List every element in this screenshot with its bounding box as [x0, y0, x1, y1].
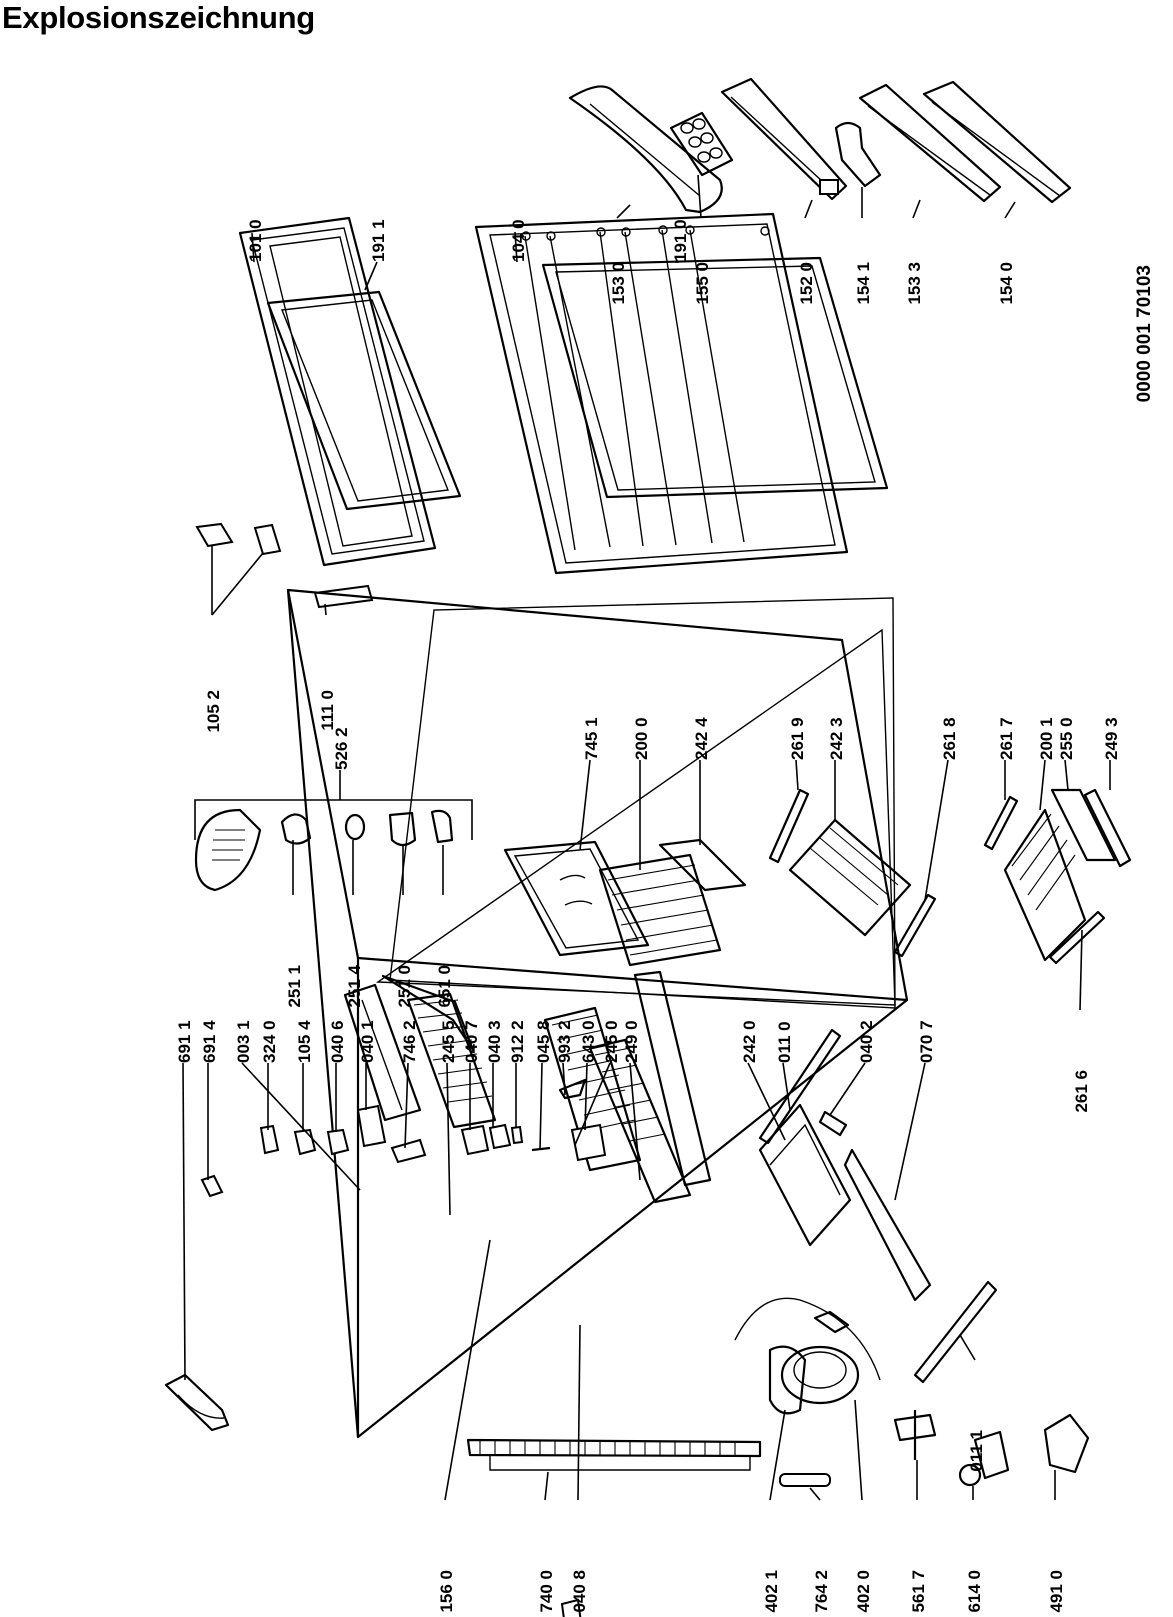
part-label: 261 6: [1072, 1070, 1091, 1113]
tray-242-4: [658, 838, 747, 892]
part-label: 255 0: [1057, 717, 1076, 760]
part-label: 746 2: [400, 1020, 419, 1063]
glass-shelf-745-1: [503, 840, 650, 957]
relay-614-0: [958, 1430, 1010, 1487]
part-label: 011 1: [967, 1430, 986, 1472]
drawing-code: 0000 001 70103: [1134, 265, 1155, 402]
part-label: 614 0: [965, 1570, 984, 1613]
part-label: 561 7: [909, 1570, 928, 1613]
bottle-holder-154-1: [834, 121, 882, 188]
part-label: 324 0: [260, 1020, 279, 1063]
part-label: 242 0: [740, 1020, 759, 1063]
part-label: 191 0: [671, 219, 690, 262]
parts-group-526-2: [194, 808, 454, 892]
part-label: 526 2: [332, 727, 351, 770]
side-rails: [758, 1028, 998, 1384]
part-label: 040 1: [358, 1020, 377, 1063]
part-label: 242 3: [827, 717, 846, 760]
egg-tray-155-0: [669, 111, 734, 177]
small-parts-column: [164, 1078, 607, 1617]
condenser-740-0: [466, 1438, 762, 1471]
part-label: 261 9: [788, 717, 807, 760]
glass-255-0-trim-249-3: [1050, 788, 1132, 868]
part-label: 153 0: [609, 262, 628, 305]
part-label: 251 4: [345, 964, 364, 1007]
leader-lines: [182, 174, 1111, 1501]
part-label: 154 0: [997, 262, 1016, 305]
part-label: 912 2: [508, 1020, 527, 1063]
part-label: 045 8: [534, 1020, 553, 1063]
part-label: 251 0: [395, 965, 414, 1008]
part-label: 691 4: [200, 1020, 219, 1063]
part-label: 745 1: [582, 717, 601, 760]
part-label: 101 0: [246, 219, 265, 262]
part-label: 104 0: [509, 219, 528, 262]
part-label: 011 0: [775, 1021, 794, 1063]
part-label: 105 4: [295, 1020, 314, 1063]
door-shelf-154-0: [922, 80, 1072, 204]
part-label: 040 6: [328, 1020, 347, 1063]
door-frame-small: [238, 216, 462, 567]
part-label: 156 0: [437, 1570, 456, 1613]
door-frame-large: [474, 212, 889, 575]
part-label: 491 0: [1047, 1570, 1066, 1613]
part-label: 740 0: [537, 1570, 556, 1613]
rail-261-8: [893, 893, 937, 958]
page-title: Explosionszeichnung: [2, 0, 315, 35]
part-label: 764 2: [812, 1570, 831, 1613]
part-label: 402 0: [854, 1570, 873, 1613]
part-label: 242 4: [692, 717, 711, 760]
part-label: 040 2: [857, 1020, 876, 1063]
hinge-parts-105-2: [195, 522, 374, 609]
part-label: 003 1: [234, 1020, 253, 1063]
part-label: 040 3: [485, 1020, 504, 1063]
part-label: 105 2: [204, 690, 223, 733]
drier-764-2: [779, 1473, 831, 1487]
line-art: [164, 77, 1132, 1617]
part-labels: 101 0 191 1 104 0 153 0 191 0 155 0 152 …: [175, 219, 1155, 1612]
thermostat-561-7: [893, 1410, 937, 1460]
part-label: 651 0: [435, 965, 454, 1008]
rail-261-9: [768, 788, 810, 864]
cabinet-body: [286, 588, 909, 1439]
part-label: 251 1: [285, 965, 304, 1008]
wire-shelf-200-1: [1003, 808, 1087, 962]
part-label: 249 0: [622, 1020, 641, 1063]
part-label: 111 0: [318, 690, 337, 731]
part-label: 191 1: [369, 219, 388, 262]
drawer-242-3: [788, 818, 912, 937]
part-label: 155 0: [693, 262, 712, 305]
part-label: 070 7: [917, 1020, 936, 1063]
part-label: 040 7: [462, 1020, 481, 1063]
wire-shelf-200-0: [598, 853, 722, 967]
part-label: 200 0: [632, 717, 651, 760]
part-label: 245 5: [439, 1020, 458, 1063]
part-label: 154 1: [854, 262, 873, 305]
part-label: 402 1: [762, 1570, 781, 1613]
part-label: 249 3: [1102, 717, 1121, 760]
part-label: 153 3: [905, 262, 924, 305]
door-shelf-152-0: [720, 77, 848, 201]
part-label: 040 8: [570, 1570, 589, 1613]
part-label: 152 0: [797, 262, 816, 305]
part-label: 245 0: [602, 1020, 621, 1063]
part-label: 200 1: [1037, 717, 1056, 760]
part-label: 261 8: [940, 717, 959, 760]
door-shelf-153-0: [568, 85, 723, 214]
part-label: 993 2: [555, 1020, 574, 1063]
part-label: 261 7: [997, 717, 1016, 760]
rails-261-7-261-6: [983, 795, 1106, 965]
door-shelf-153-3: [858, 83, 1002, 203]
part-label: 691 1: [175, 1020, 194, 1063]
cover-491-0: [1043, 1413, 1090, 1474]
part-label: 643 0: [579, 1020, 598, 1063]
